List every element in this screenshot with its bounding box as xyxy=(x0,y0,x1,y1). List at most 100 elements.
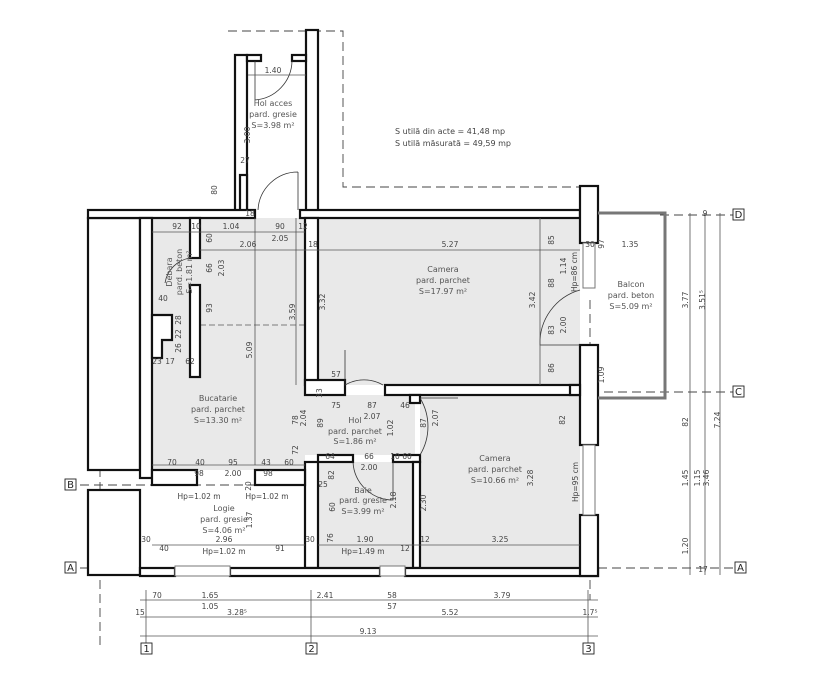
axis-d: D xyxy=(735,210,743,221)
dimension-label: 97 xyxy=(597,239,606,249)
dimension-label: 40 xyxy=(159,544,169,553)
dimension-label: 1.05 xyxy=(202,602,219,611)
dimension-label: 5.52 xyxy=(442,608,459,617)
dimension-label: 86 xyxy=(547,363,556,373)
room-camera: Camera pard. parchet S=17.97 m² xyxy=(416,265,470,296)
room-floor: pard. parchet xyxy=(328,427,382,436)
dimension-label: 3.42 xyxy=(528,291,537,308)
dimension-label: 12 xyxy=(298,222,308,231)
dimension-label: 33 xyxy=(315,388,324,398)
dimension-label: 10 xyxy=(191,222,201,231)
room-floor: pard. gresie xyxy=(249,110,297,119)
dimension-label: 43 xyxy=(261,458,271,467)
axis-c: C xyxy=(735,387,742,398)
dimension-label: 75 xyxy=(331,401,341,410)
dimension-label: 1.45 xyxy=(681,469,690,486)
dimension-label: 25 xyxy=(318,480,328,489)
walls xyxy=(86,28,600,578)
dimension-label: 57 xyxy=(387,602,397,611)
dimension-label: 78 xyxy=(291,415,300,425)
axis-3: 3 xyxy=(585,644,591,655)
hol-fill xyxy=(305,395,415,455)
dimension-label: 9.13 xyxy=(360,627,377,636)
dimension-label: 23 xyxy=(152,357,162,366)
room-name: Debara xyxy=(165,257,174,286)
dimension-label: 82 xyxy=(681,417,690,427)
room-area: S=13.30 m² xyxy=(194,416,242,425)
dimension-label: 3.28⁵ xyxy=(227,608,247,617)
dimension-label: 66 xyxy=(364,452,374,461)
dimension-label: 46 xyxy=(400,401,410,410)
dimension-label: 3.59 xyxy=(288,303,297,320)
dimension-label: 87 xyxy=(367,401,377,410)
dimension-label: 2.05 xyxy=(272,234,289,243)
window-camera-small xyxy=(582,444,596,516)
room-debara: Debara pard. beton S=1.81 m² xyxy=(165,249,194,295)
dimension-label: 2.07 xyxy=(431,409,440,426)
dimension-label: 90 xyxy=(275,222,285,231)
dimension-label: 60 xyxy=(284,458,294,467)
room-name: Logie xyxy=(213,504,235,513)
camera-fill xyxy=(318,218,580,385)
dimension-lines xyxy=(140,74,721,637)
dimension-label: 82 xyxy=(327,470,336,480)
dimension-label: 2.30 xyxy=(419,494,428,511)
dimension-label: 17 xyxy=(698,565,708,574)
dimension-label: 93 xyxy=(205,303,214,313)
room-camera-small: Camera pard. parchet S=10.66 m² xyxy=(468,454,522,485)
dimension-label: 5.27 xyxy=(442,240,459,249)
dimension-label: 1.14 xyxy=(559,257,568,274)
dimension-label: 10 xyxy=(390,452,400,461)
axis-b: B xyxy=(67,480,74,491)
window-logie xyxy=(174,565,231,577)
dimension-label: 70 xyxy=(152,591,162,600)
dimension-label: 1.65 xyxy=(202,591,219,600)
axis-1: 1 xyxy=(143,644,149,655)
dimension-label: 7.24 xyxy=(713,411,722,428)
dimension-label: 27 xyxy=(240,156,250,165)
dimension-label: 72 xyxy=(291,445,300,455)
room-area: S=5.09 m² xyxy=(609,302,652,311)
balcony-outline xyxy=(598,211,667,400)
dimension-label: 58 xyxy=(387,591,397,600)
dimension-label: 1.90 xyxy=(357,535,374,544)
dimension-label: 83 xyxy=(547,325,556,335)
dimension-label: 88 xyxy=(547,278,556,288)
dimension-label: 40 xyxy=(158,294,168,303)
window-baie xyxy=(379,565,406,577)
dimension-label: 60 xyxy=(402,452,412,461)
dimension-label: 1.7⁵ xyxy=(583,608,598,617)
room-name: Bucatarie xyxy=(199,394,237,403)
room-name: Hol acces xyxy=(254,99,292,108)
dimension-label: 2.18 xyxy=(389,491,398,508)
room-floor: pard. parchet xyxy=(416,276,470,285)
room-name: Camera xyxy=(427,265,458,274)
dimension-label: 1.20 xyxy=(681,537,690,554)
dimension-label: 2.04 xyxy=(299,409,308,426)
room-floor: pard. beton xyxy=(608,291,654,300)
dimension-label: 3.32 xyxy=(318,293,327,310)
room-name: Hol xyxy=(348,416,361,425)
dimension-label: 76 xyxy=(326,533,335,543)
axis-markers: A B C D A 1 2 3 xyxy=(64,208,747,655)
dimension-label: 3.79 xyxy=(494,591,511,600)
dimension-label: 1.40 xyxy=(265,66,282,75)
dimension-label: 5.09 xyxy=(245,341,254,358)
dimension-label: 2.96 xyxy=(216,535,233,544)
dimension-label: 15 xyxy=(135,608,145,617)
dimension-label: 20 xyxy=(244,481,253,491)
room-area: S=1.86 m² xyxy=(333,437,376,446)
dimension-label: 98 xyxy=(263,469,273,478)
room-logie: Logie pard. gresie S=4.06 m² xyxy=(200,504,248,535)
dimension-label: 2.00 xyxy=(225,469,242,478)
dimension-label: 3.28 xyxy=(526,469,535,486)
dimension-label: 18 xyxy=(245,209,255,218)
dimension-label: 3.51⁵ xyxy=(698,290,707,310)
doors xyxy=(164,60,581,501)
dimension-label: 2.06 xyxy=(240,240,257,249)
dimension-label: 30 xyxy=(585,240,595,249)
camera-small-fill xyxy=(420,395,580,568)
room-hol-acces: Hol acces pard. gresie S=3.98 m² xyxy=(249,99,297,130)
